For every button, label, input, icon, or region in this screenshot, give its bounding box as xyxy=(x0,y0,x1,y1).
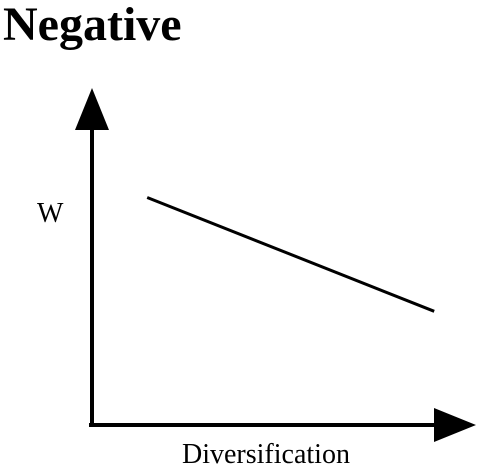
y-axis-label: W xyxy=(37,198,64,229)
series-layer xyxy=(146,196,435,313)
x-axis-arrowhead xyxy=(434,408,476,442)
x-axis-label: Diversification xyxy=(182,439,350,466)
chart-title: Negative xyxy=(3,0,182,51)
y-axis-arrowhead xyxy=(75,88,109,130)
series-line-0 xyxy=(146,196,435,313)
